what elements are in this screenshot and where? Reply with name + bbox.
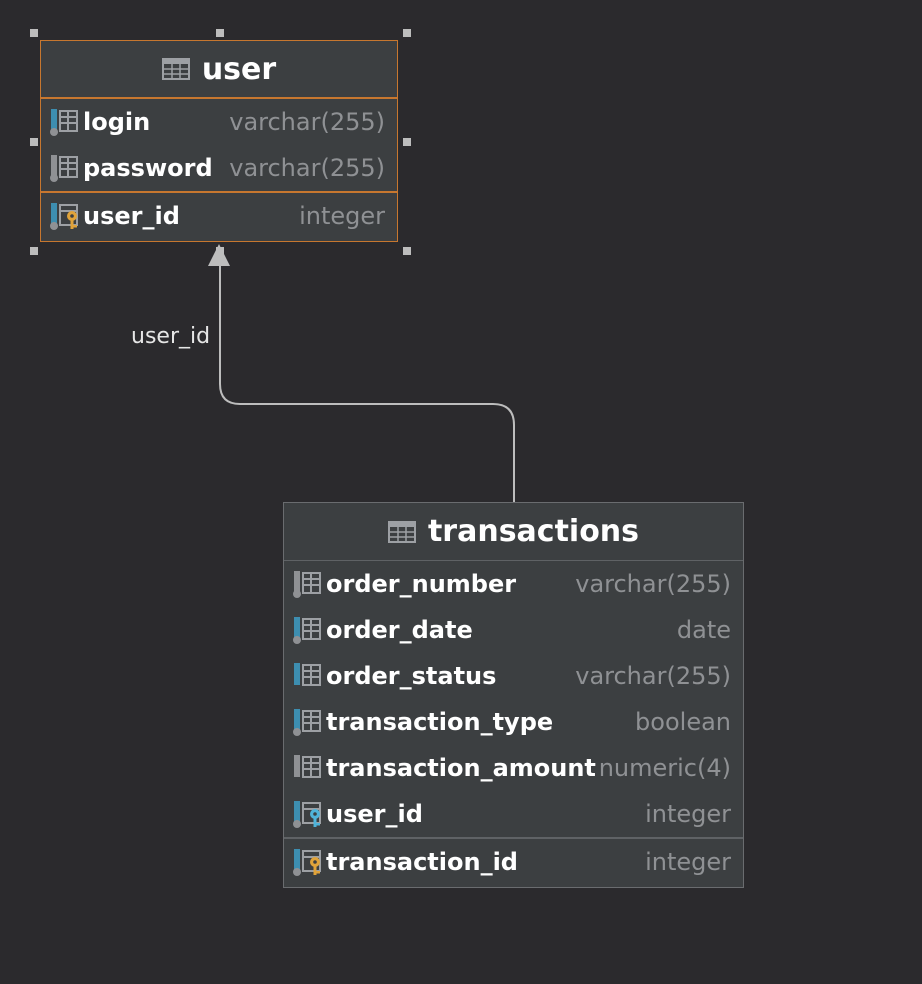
column-icon	[293, 617, 321, 644]
table-icon	[161, 58, 190, 80]
column-row-order-number[interactable]: order_number varchar(255)	[284, 561, 743, 607]
column-icon	[293, 709, 321, 736]
column-name: transaction_amount	[326, 754, 596, 782]
column-row-order-date[interactable]: order_date date	[284, 607, 743, 653]
user-table[interactable]: user login varchar(255) password varchar…	[40, 40, 398, 242]
selection-handle[interactable]	[30, 29, 38, 37]
selection-handle[interactable]	[30, 138, 38, 146]
foreign-key-icon	[293, 801, 321, 828]
column-type: varchar(255)	[229, 154, 385, 182]
column-type: numeric(4)	[598, 754, 731, 782]
column-type: date	[676, 616, 731, 644]
column-type: varchar(255)	[229, 108, 385, 136]
column-icon	[50, 155, 78, 182]
selection-handle[interactable]	[403, 138, 411, 146]
column-name: transaction_type	[326, 708, 554, 736]
column-name: password	[83, 154, 213, 182]
column-row-transaction-type[interactable]: transaction_type boolean	[284, 699, 743, 745]
column-name: order_date	[326, 616, 473, 644]
column-icon	[294, 663, 321, 686]
primary-key-icon	[50, 203, 78, 230]
column-row-transaction-amount[interactable]: transaction_amount numeric(4)	[284, 745, 743, 791]
column-row-user-id[interactable]: user_id integer	[41, 193, 397, 239]
column-name: user_id	[83, 202, 180, 230]
column-row-login[interactable]: login varchar(255)	[41, 99, 397, 145]
selection-handle[interactable]	[403, 29, 411, 37]
column-type: varchar(255)	[575, 662, 731, 690]
table-header[interactable]: transactions	[284, 503, 743, 561]
column-row-order-status[interactable]: order_status varchar(255)	[284, 653, 743, 699]
table-header[interactable]: user	[41, 41, 397, 99]
column-icon	[293, 571, 321, 598]
key-separator	[284, 837, 743, 839]
column-type: varchar(255)	[575, 570, 731, 598]
selection-handle[interactable]	[30, 247, 38, 255]
primary-key-icon	[293, 849, 321, 876]
column-type: integer	[645, 848, 731, 876]
column-row-password[interactable]: password varchar(255)	[41, 145, 397, 191]
selection-handle[interactable]	[216, 29, 224, 37]
key-separator	[41, 191, 397, 193]
column-name: user_id	[326, 800, 423, 828]
column-icon	[50, 109, 78, 136]
column-row-user-id[interactable]: user_id integer	[284, 791, 743, 837]
column-type: boolean	[635, 708, 731, 736]
column-name: login	[83, 108, 151, 136]
table-title: user	[201, 51, 277, 87]
column-name: order_number	[326, 570, 517, 598]
column-type: integer	[299, 202, 385, 230]
column-name: transaction_id	[326, 848, 518, 876]
table-title: transactions	[427, 514, 640, 549]
selection-handle[interactable]	[403, 247, 411, 255]
column-row-transaction-id[interactable]: transaction_id integer	[284, 839, 743, 885]
column-icon	[294, 755, 321, 778]
relationship-label: user_id	[131, 324, 211, 349]
column-name: order_status	[326, 662, 497, 690]
table-icon	[387, 520, 416, 543]
selection-handle[interactable]	[216, 247, 224, 255]
column-type: integer	[645, 800, 731, 828]
arrowhead	[208, 244, 230, 266]
transactions-table[interactable]: transactions order_number varchar(255) o…	[283, 502, 744, 888]
